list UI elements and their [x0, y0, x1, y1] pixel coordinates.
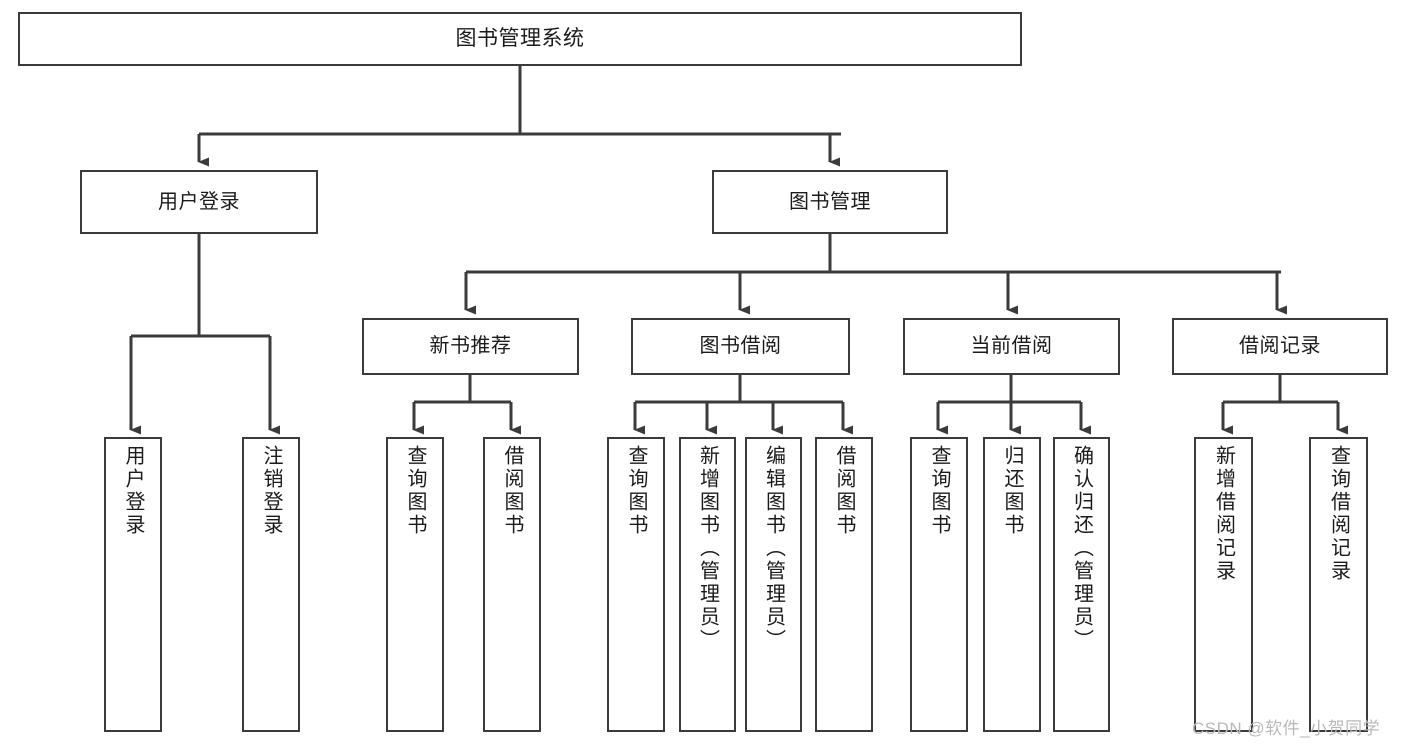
- node-leaf-borrow-book-1[interactable]: 借阅图书: [483, 437, 541, 732]
- node-root[interactable]: 图书管理系统: [18, 12, 1022, 66]
- node-new-book-recommend[interactable]: 新书推荐: [362, 318, 579, 375]
- node-root-label: 图书管理系统: [455, 26, 585, 50]
- node-leaf-query-book-2-label: 查询图书: [625, 445, 647, 537]
- node-leaf-add-record[interactable]: 新增借阅记录: [1194, 437, 1253, 732]
- node-leaf-add-book-label: 新增图书（管理员）: [696, 445, 719, 652]
- node-leaf-borrow-book-2-label: 借阅图书: [833, 445, 855, 537]
- node-current-borrow-label: 当前借阅: [970, 335, 1053, 357]
- node-leaf-add-book[interactable]: 新增图书（管理员）: [679, 437, 736, 732]
- node-leaf-query-book-3[interactable]: 查询图书: [910, 437, 968, 732]
- node-leaf-add-record-label: 新增借阅记录: [1212, 445, 1235, 583]
- node-leaf-logout[interactable]: 注销登录: [242, 437, 300, 732]
- node-leaf-query-book-2[interactable]: 查询图书: [607, 437, 665, 732]
- node-user-login-label: 用户登录: [158, 190, 240, 213]
- node-leaf-logout-label: 注销登录: [260, 445, 282, 537]
- node-leaf-edit-book[interactable]: 编辑图书（管理员）: [745, 437, 802, 732]
- node-borrow-record-label: 借阅记录: [1239, 335, 1321, 357]
- node-current-borrow[interactable]: 当前借阅: [903, 318, 1120, 375]
- node-new-book-recommend-label: 新书推荐: [429, 335, 512, 357]
- node-user-login[interactable]: 用户登录: [80, 170, 318, 234]
- node-leaf-user-login[interactable]: 用户登录: [104, 437, 162, 732]
- node-leaf-return-book-label: 归还图书: [1001, 445, 1023, 537]
- node-leaf-query-book-3-label: 查询图书: [928, 445, 950, 537]
- node-book-manage[interactable]: 图书管理: [712, 170, 948, 234]
- node-leaf-edit-book-label: 编辑图书（管理员）: [762, 445, 785, 652]
- node-book-borrow[interactable]: 图书借阅: [631, 318, 850, 375]
- node-leaf-confirm-return[interactable]: 确认归还（管理员）: [1053, 437, 1110, 732]
- node-borrow-record[interactable]: 借阅记录: [1172, 318, 1388, 375]
- node-leaf-borrow-book-2[interactable]: 借阅图书: [815, 437, 873, 732]
- node-book-borrow-label: 图书借阅: [699, 335, 782, 357]
- node-book-manage-label: 图书管理: [789, 190, 871, 213]
- node-leaf-return-book[interactable]: 归还图书: [983, 437, 1041, 732]
- node-leaf-query-book-1-label: 查询图书: [404, 445, 426, 537]
- node-leaf-query-book-1[interactable]: 查询图书: [386, 437, 444, 732]
- node-leaf-user-login-label: 用户登录: [122, 445, 144, 537]
- node-leaf-confirm-return-label: 确认归还（管理员）: [1070, 445, 1093, 652]
- node-leaf-borrow-book-1-label: 借阅图书: [501, 445, 523, 537]
- node-leaf-query-record-label: 查询借阅记录: [1327, 445, 1350, 583]
- node-leaf-query-record[interactable]: 查询借阅记录: [1309, 437, 1368, 732]
